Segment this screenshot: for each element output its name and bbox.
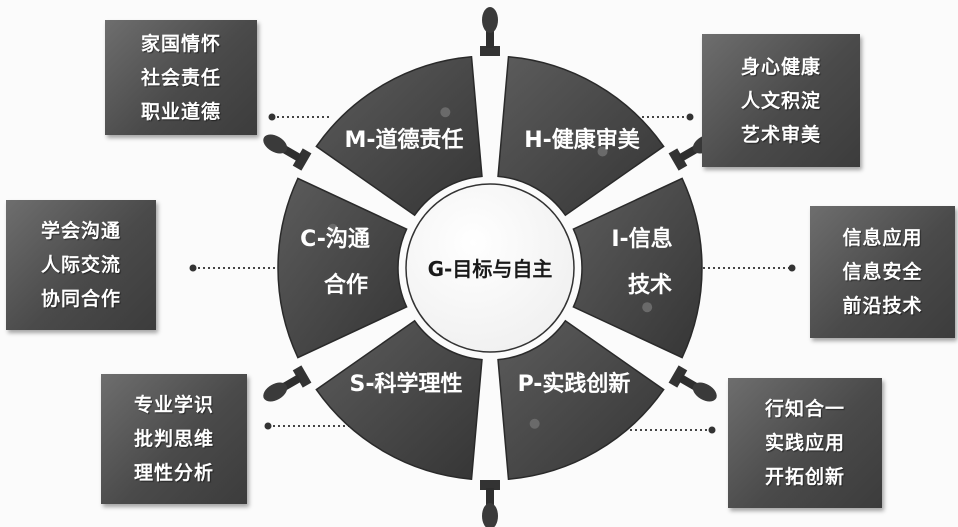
segment-i-label-line1: I-信息 — [611, 226, 672, 252]
segment-dot — [327, 223, 338, 234]
segment-dot — [597, 146, 608, 157]
box-line: 家国情怀 — [140, 32, 221, 55]
box-line: 批判思维 — [133, 428, 214, 450]
segment-h — [497, 55, 665, 217]
box-line: 专业学识 — [133, 394, 214, 416]
box-line: 协同合作 — [40, 288, 121, 310]
box-line: 前沿技术 — [842, 295, 923, 317]
segment-h-label: H-健康审美 — [524, 127, 641, 153]
wheel-handle — [263, 365, 312, 402]
wheel-segments — [277, 55, 703, 481]
segment-s — [315, 319, 483, 481]
segment-c-label-line2: 合作 — [324, 272, 368, 298]
connector-middle-left — [189, 264, 286, 272]
box-top-right: 身心健康 人文积淀 艺术审美 — [702, 34, 860, 167]
box-line: 人际交流 — [40, 254, 121, 276]
segment-dot — [642, 302, 653, 313]
box-line: 人文积淀 — [740, 89, 821, 112]
box-middle-left: 学会沟通 人际交流 协同合作 — [6, 200, 156, 330]
segment-c-label-line1: C-沟通 — [300, 226, 370, 252]
segment-c — [277, 177, 408, 359]
connector-bottom-left — [264, 422, 385, 430]
segment-labels: M-道德责任 H-健康审美 I-信息 技术 P-实践创新 S-科学理性 C-沟通… — [300, 127, 673, 397]
wheel-handle — [263, 134, 312, 171]
box-line: 实践应用 — [764, 432, 845, 454]
box-middle-right: 信息应用 信息安全 前沿技术 — [810, 206, 955, 338]
center-hub: G-目标与自主 — [405, 183, 575, 353]
box-line: 学会沟通 — [40, 220, 121, 242]
box-line: 职业道德 — [140, 100, 221, 123]
segment-i-label-line2: 技术 — [628, 273, 672, 298]
box-line: 身心健康 — [740, 55, 821, 78]
segment-m-label: M-道德责任 — [344, 127, 463, 153]
box-line: 理性分析 — [133, 462, 214, 484]
segment-dot — [529, 418, 540, 429]
box-line: 艺术审美 — [740, 123, 821, 146]
box-bottom-right: 行知合一 实践应用 开拓创新 — [728, 378, 882, 508]
connector-top-left — [268, 113, 330, 121]
segment-dot — [440, 107, 451, 118]
box-top-left: 家国情怀 社会责任 职业道德 — [105, 20, 257, 135]
segment-p — [497, 319, 665, 481]
segment-i — [572, 177, 703, 359]
box-line: 开拓创新 — [764, 466, 845, 488]
box-line: 行知合一 — [764, 398, 845, 420]
center-label: G-目标与自主 — [428, 257, 553, 281]
connector-top-right — [612, 113, 694, 121]
box-bottom-left: 专业学识 批判思维 理性分析 — [101, 374, 247, 504]
segment-p-label: P-实践创新 — [518, 371, 631, 397]
segment-m — [315, 55, 483, 217]
connector-bottom-right — [595, 426, 716, 434]
wheel-handle — [480, 480, 500, 527]
segment-dot — [372, 379, 383, 390]
segment-s-label: S-科学理性 — [350, 371, 463, 397]
wheel-handle — [480, 7, 500, 56]
box-line: 信息安全 — [842, 261, 923, 283]
box-line: 社会责任 — [140, 66, 221, 89]
wheel-handle — [668, 365, 717, 402]
box-line: 信息应用 — [842, 227, 923, 249]
